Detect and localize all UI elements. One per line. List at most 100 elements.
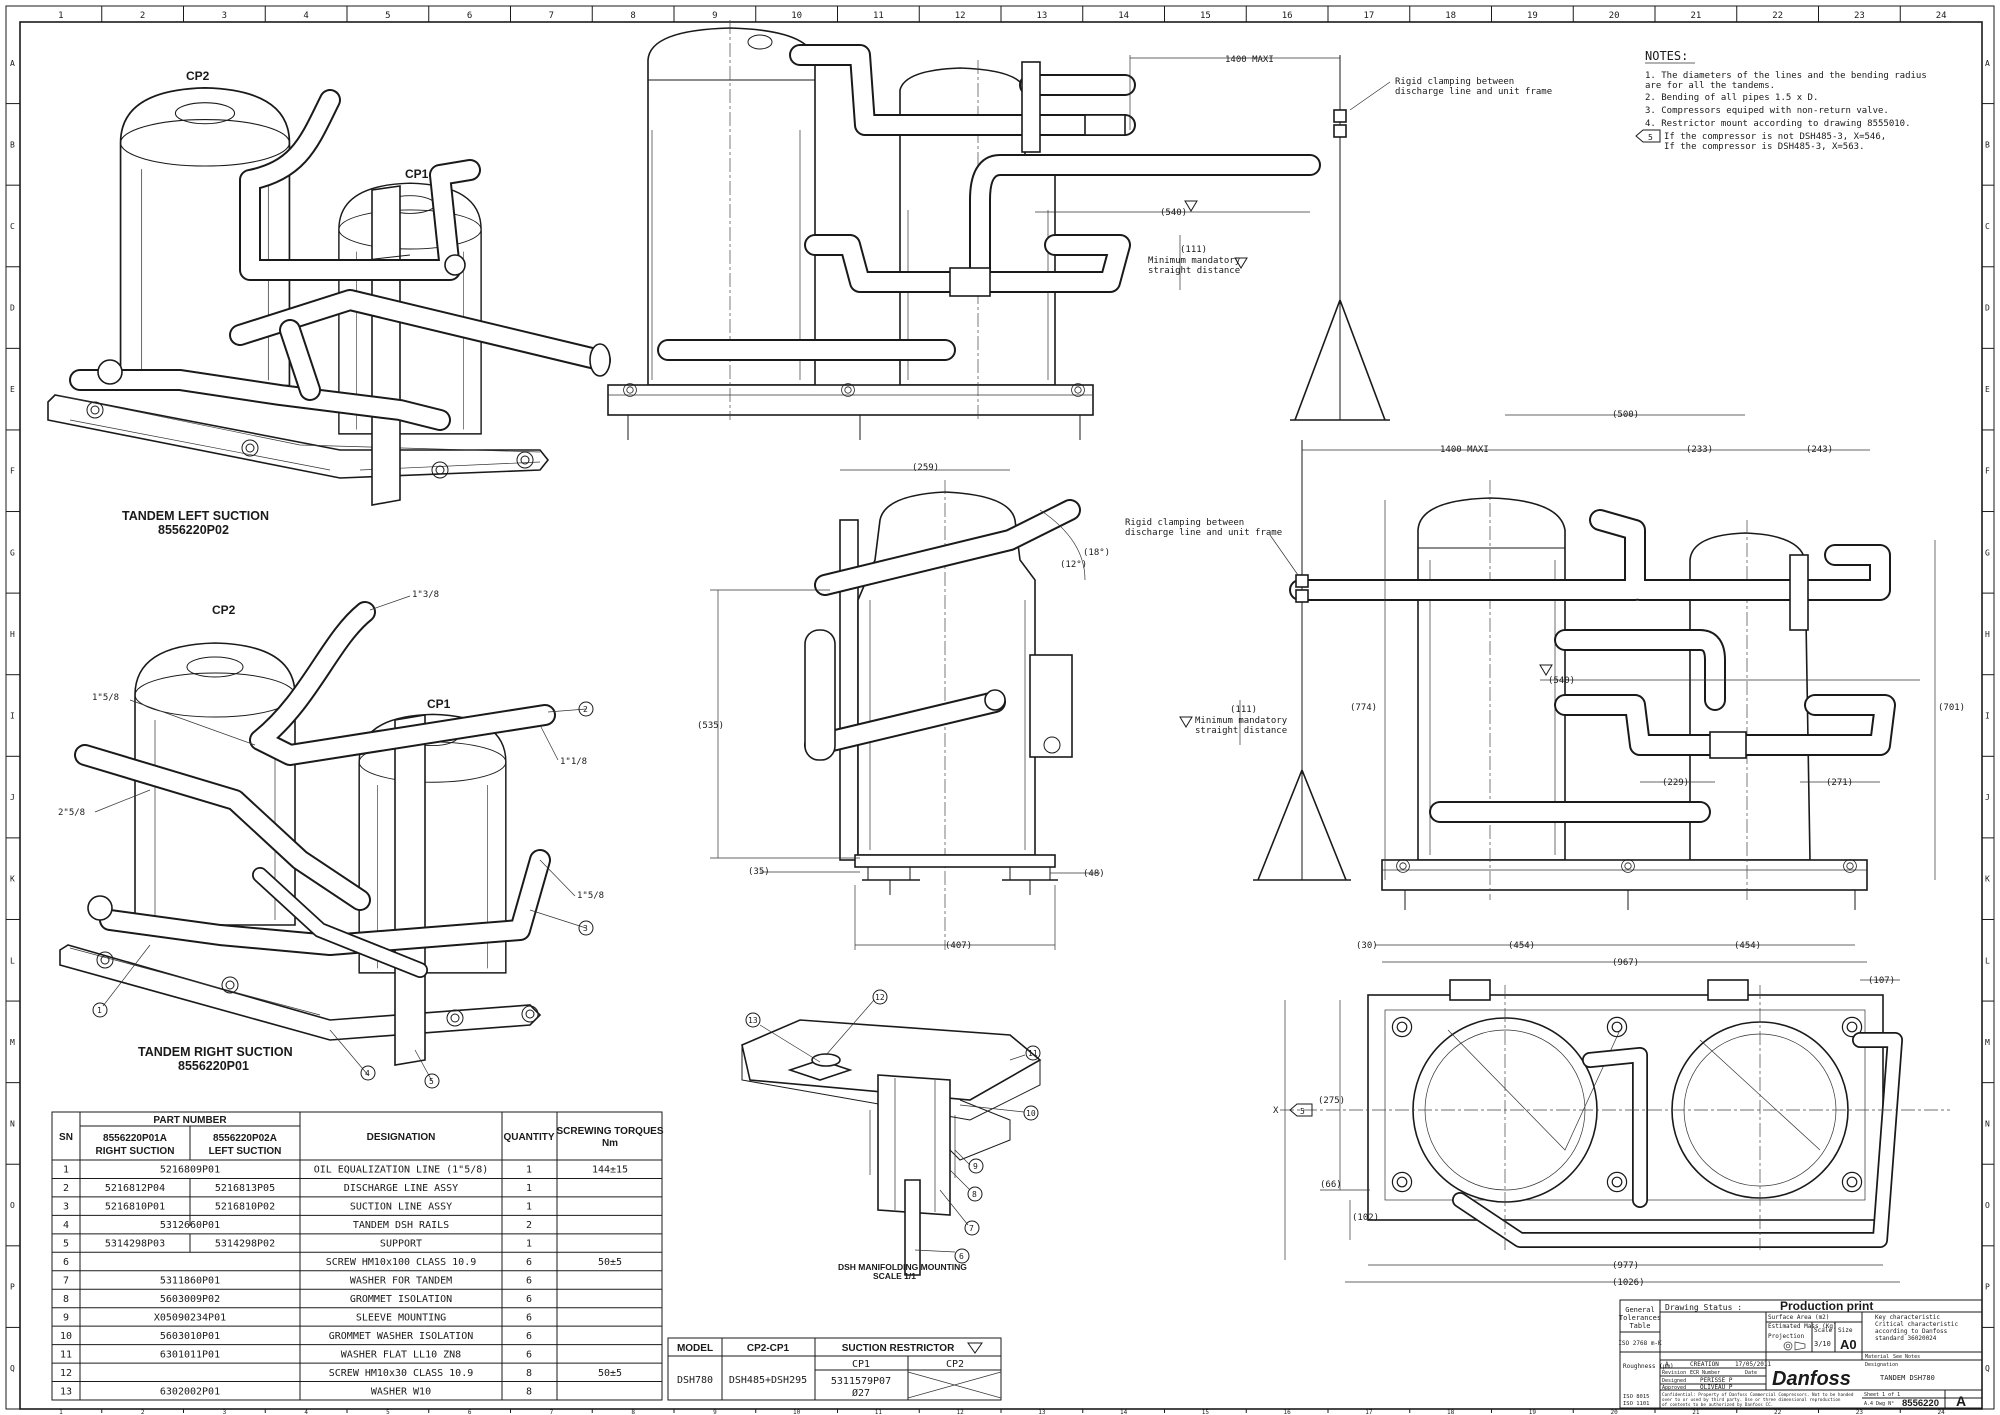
tb-confidential-3: of contents to be authorized by Danfoss … — [1662, 1402, 1773, 1408]
row-part-number: 5603010P01 — [160, 1331, 220, 1342]
grid-col-label: 17 — [1363, 11, 1374, 21]
grid-col-label: 19 — [1527, 11, 1538, 21]
restrictor-header: SUCTION RESTRICTOR — [842, 1343, 955, 1354]
grid-col-label-bottom: 6 — [468, 1409, 472, 1415]
row-sn: 10 — [60, 1331, 72, 1342]
grid-row-label: J — [10, 793, 15, 802]
grid-row-label: M — [10, 1038, 15, 1047]
row-torque: 50±5 — [598, 1368, 622, 1379]
balloon-10 — [1023, 1105, 1039, 1121]
grid-col-label-bottom: 17 — [1365, 1409, 1373, 1415]
grid-row-label-right: G — [1985, 548, 1990, 557]
dim-540-right: (540) — [1548, 676, 1575, 686]
grid-col-label: 21 — [1690, 11, 1701, 21]
dim-1400-maxi-top: 1400 MAXI — [1225, 55, 1274, 65]
grid-col-label-bottom: 2 — [141, 1409, 145, 1415]
svg-text:3: 3 — [583, 924, 588, 933]
note-1b: are for all the tandems. — [1645, 81, 1775, 91]
grid-col-label: 1 — [58, 11, 63, 21]
tb-status-value: Production print — [1780, 1299, 1873, 1313]
grid-row-label-right: O — [1985, 1201, 1990, 1210]
balloon-12 — [872, 989, 888, 1005]
row-sn: 12 — [60, 1368, 72, 1379]
row-sn: 8 — [63, 1294, 69, 1305]
tb-approved-label: Approved — [1662, 1385, 1686, 1391]
tb-size-label: Size — [1838, 1327, 1853, 1334]
min-straight-right-1: Minimum mandatory — [1195, 716, 1288, 726]
balloon-1 — [92, 1002, 108, 1018]
dim-x-marker: X — [1273, 1106, 1279, 1116]
grid-col-label-bottom: 1 — [59, 1409, 63, 1415]
svg-text:5: 5 — [429, 1077, 434, 1086]
svg-text:10: 10 — [1026, 1109, 1036, 1118]
grid-col-label-bottom: 21 — [1692, 1409, 1700, 1415]
svg-text:8: 8 — [972, 1190, 977, 1199]
balloon-13 — [745, 1012, 761, 1028]
dim-233: (233) — [1686, 445, 1713, 455]
dim-540: (540) — [1160, 208, 1187, 218]
grid-row-label-right: N — [1985, 1119, 1990, 1128]
row-quantity: 1 — [526, 1202, 532, 1213]
grid-col-label: 20 — [1609, 11, 1620, 21]
balloon-4 — [360, 1065, 376, 1081]
grid-row-label-right: D — [1985, 304, 1990, 313]
dim-774: (774) — [1350, 703, 1377, 713]
row-designation: SCREW HM10x100 CLASS 10.9 — [326, 1257, 477, 1268]
grid-col-label: 22 — [1772, 11, 1783, 21]
dim-500: (500) — [1612, 410, 1639, 420]
grid-col-label-bottom: 9 — [713, 1409, 717, 1415]
rigid-clamp-note-top-1: Rigid clamping between — [1395, 77, 1514, 87]
row-quantity: 6 — [526, 1294, 532, 1305]
model-restrictor-table: MODEL CP2-CP1 SUCTION RESTRICTOR DSH780 … — [667, 1337, 1002, 1401]
mounting-detail-view: 6 7 8 9 10 11 12 13 DSH MANIFOLDING MOUN… — [741, 989, 1042, 1281]
tb-drawing-number: 8556220 — [1902, 1398, 1939, 1409]
grid-col-label: 4 — [303, 11, 308, 21]
dim-1400-maxi-right: 1400 MAXI — [1440, 445, 1489, 455]
row-quantity: 8 — [526, 1386, 532, 1397]
grid-col-label: 18 — [1445, 11, 1456, 21]
note-5b: If the compressor is DSH485-3, X=563. — [1664, 142, 1864, 152]
tb-date: 17/05/2011 — [1735, 1361, 1772, 1368]
grid-col-label-bottom: 22 — [1774, 1409, 1782, 1415]
dim-967: (967) — [1612, 958, 1639, 968]
grid-col-label-bottom: 3 — [223, 1409, 227, 1415]
row-part-p02: 5216813P05 — [215, 1183, 275, 1194]
grid-col-label: 15 — [1200, 11, 1211, 21]
row-quantity: 6 — [526, 1349, 532, 1360]
grid-col-label: 8 — [630, 11, 635, 21]
parts-table: PART NUMBER SN 8556220P01A RIGHT SUCTION… — [51, 1111, 664, 1401]
tb-iso-8015: ISO 8015 — [1623, 1394, 1650, 1400]
row-designation: SUCTION LINE ASSY — [350, 1202, 452, 1213]
header-sn: SN — [59, 1132, 73, 1143]
row-designation: WASHER FLAT LL10 ZN8 — [341, 1349, 461, 1360]
dim-48: (48) — [1083, 869, 1105, 879]
view-title-right-suction: TANDEM RIGHT SUCTION — [138, 1045, 293, 1059]
row-torque: 144±15 — [592, 1165, 628, 1176]
svg-text:12: 12 — [875, 993, 885, 1002]
grid-col-label: 3 — [222, 11, 227, 21]
model-header: MODEL — [677, 1343, 713, 1354]
grid-row-label-right: J — [1985, 793, 1990, 802]
grid-col-label: 7 — [549, 11, 554, 21]
tb-size-value: A0 — [1840, 1337, 1857, 1352]
cp-header: CP2-CP1 — [747, 1343, 790, 1354]
grid-col-label: 5 — [385, 11, 390, 21]
balloon-3 — [578, 920, 594, 936]
pipe-size-1-5-8-b: 1"5/8 — [577, 891, 604, 901]
dim-66: (66) — [1320, 1180, 1342, 1190]
row-sn: 4 — [63, 1220, 69, 1231]
note-1a: 1. The diameters of the lines and the be… — [1645, 71, 1927, 81]
pipe-size-1-1-8: 1"1/8 — [560, 757, 587, 767]
grid-col-label-bottom: 10 — [793, 1409, 801, 1415]
header-torque-unit: Nm — [602, 1138, 618, 1149]
row-quantity: 6 — [526, 1331, 532, 1342]
tb-tolerances: Tolerances — [1619, 1314, 1661, 1322]
mounting-scale: SCALE 1/1 — [873, 1271, 916, 1281]
row-designation: GROMMET ISOLATION — [350, 1294, 452, 1305]
